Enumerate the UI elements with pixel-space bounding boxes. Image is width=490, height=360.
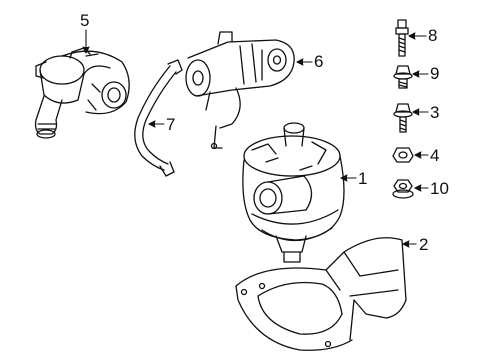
callout-9: 9 bbox=[430, 64, 440, 83]
flange-bolt-drawing bbox=[393, 65, 413, 89]
bolt-drawing bbox=[393, 103, 413, 133]
coolant-pump-drawing bbox=[242, 122, 345, 263]
callout-10: 10 bbox=[430, 179, 449, 198]
stud-bolt-drawing bbox=[395, 19, 409, 57]
mounting-strap-drawing bbox=[134, 59, 183, 177]
support-bracket-drawing bbox=[235, 237, 407, 351]
leader-lines bbox=[82, 29, 429, 248]
nut-drawing bbox=[392, 147, 414, 163]
auxiliary-water-pump-drawing bbox=[34, 47, 130, 139]
callout-3: 3 bbox=[430, 103, 440, 122]
callout-8: 8 bbox=[428, 26, 438, 45]
callout-2: 2 bbox=[419, 235, 429, 254]
callout-6: 6 bbox=[314, 52, 324, 71]
flange-nut-drawing bbox=[392, 179, 414, 199]
callout-1: 1 bbox=[358, 169, 368, 188]
callout-7: 7 bbox=[166, 115, 176, 134]
callout-4: 4 bbox=[430, 146, 440, 165]
callout-5: 5 bbox=[80, 11, 90, 30]
pump-bracket-drawing bbox=[185, 31, 295, 150]
